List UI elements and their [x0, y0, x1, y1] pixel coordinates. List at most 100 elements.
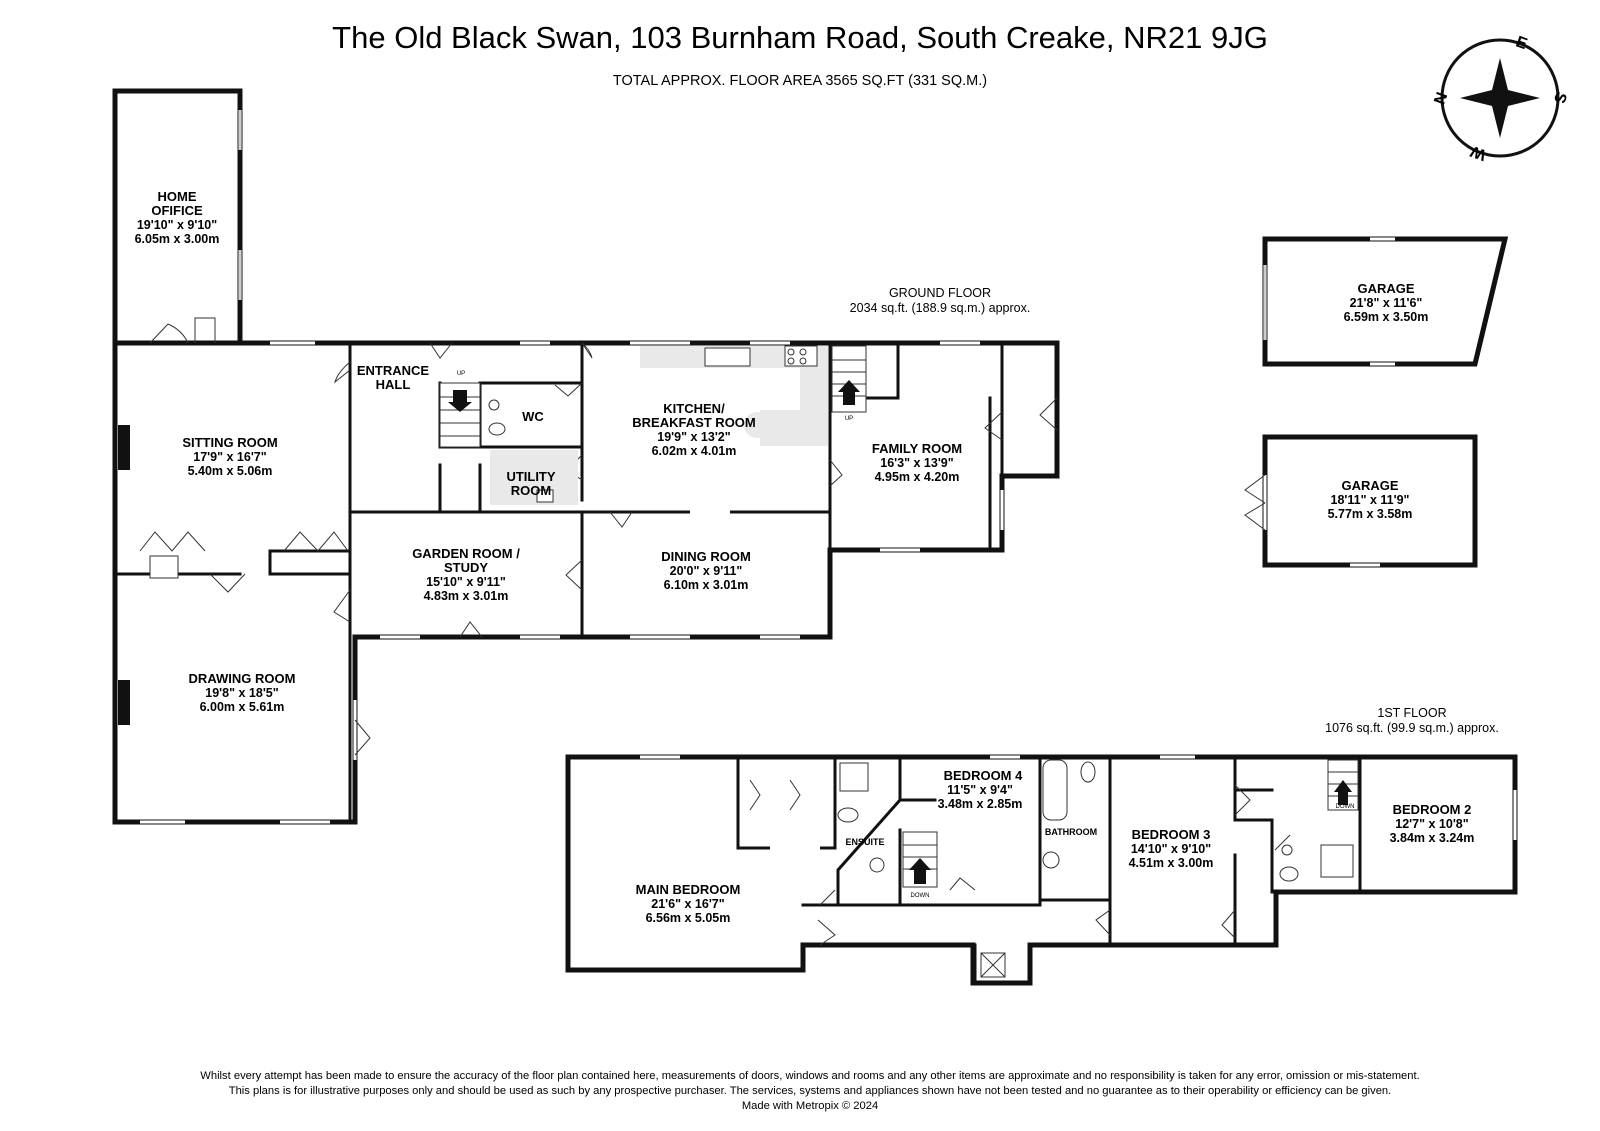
room-garden-room: GARDEN ROOM / STUDY 15'10" x 9'11" 4.83m…	[412, 546, 520, 603]
garage-2-imperial: 18'11" x 11'9"	[1331, 493, 1410, 507]
svg-text:UTILITY: UTILITY	[506, 469, 555, 484]
svg-text:6.10m x 3.01m: 6.10m x 3.01m	[664, 578, 749, 592]
room-main-bedroom: MAIN BEDROOM 21'6" x 16'7" 6.56m x 5.05m	[636, 882, 741, 925]
sink-icon	[704, 347, 751, 367]
ground-windows	[140, 110, 1004, 824]
wc-basin-icon	[488, 399, 500, 411]
room-bedroom-4: BEDROOM 4 11'5" x 9'4" 3.48m x 2.85m	[938, 768, 1024, 811]
svg-text:BREAKFAST ROOM: BREAKFAST ROOM	[632, 415, 756, 430]
compass-e: E	[1514, 34, 1530, 54]
total-floor-area: TOTAL APPROX. FLOOR AREA 3565 SQ.FT (331…	[613, 73, 987, 89]
room-home-office: HOME OFIFICE 19'10" x 9'10" 6.05m x 3.00…	[135, 189, 220, 246]
svg-text:14'10" x 9'10": 14'10" x 9'10"	[1131, 842, 1211, 856]
svg-text:MAIN BEDROOM: MAIN BEDROOM	[636, 882, 741, 897]
garage-1: GARAGE 21'8" x 11'6" 6.59m x 3.50m	[1262, 236, 1509, 367]
svg-text:ENSUITE: ENSUITE	[845, 837, 884, 847]
svg-text:DRAWING ROOM: DRAWING ROOM	[189, 671, 296, 686]
first-doors	[749, 779, 1291, 946]
compass-s: S	[1550, 90, 1570, 106]
down-label-2: DOWN	[1336, 804, 1355, 810]
svg-text:5.40m x 5.06m: 5.40m x 5.06m	[188, 464, 273, 478]
first-floor-label: 1ST FLOOR	[1377, 706, 1446, 720]
room-bedroom-3: BEDROOM 3 14'10" x 9'10" 4.51m x 3.00m	[1129, 827, 1214, 870]
svg-text:6.56m x 5.05m: 6.56m x 5.05m	[646, 911, 731, 925]
room-dining-room: DINING ROOM 20'0" x 9'11" 6.10m x 3.01m	[661, 549, 751, 592]
bed2-basin-icon	[1281, 844, 1293, 856]
svg-text:ENTRANCE: ENTRANCE	[357, 363, 430, 378]
svg-text:19'9" x 13'2": 19'9" x 13'2"	[657, 430, 730, 444]
svg-text:12'7" x 10'8": 12'7" x 10'8"	[1395, 817, 1468, 831]
svg-text:HOME: HOME	[158, 189, 197, 204]
room-drawing-room: DRAWING ROOM 19'8" x 18'5" 6.00m x 5.61m	[189, 671, 296, 714]
first-windows	[640, 755, 1517, 850]
svg-text:SITTING ROOM: SITTING ROOM	[182, 435, 277, 450]
svg-text:FAMILY ROOM: FAMILY ROOM	[872, 441, 962, 456]
svg-text:DINING ROOM: DINING ROOM	[661, 549, 751, 564]
kitchen-fixtures	[118, 345, 828, 725]
up-label-2: UP	[845, 416, 853, 422]
up-label-1: UP	[457, 371, 465, 377]
bath-icon	[1042, 759, 1068, 821]
svg-text:WC: WC	[522, 409, 544, 424]
svg-text:BEDROOM 4: BEDROOM 4	[944, 768, 1024, 783]
ensuite-shower-icon	[839, 762, 869, 792]
wc-toilet-icon	[488, 422, 506, 436]
bath-basin-icon	[1042, 851, 1060, 869]
room-utility: UTILITY ROOM	[506, 469, 555, 498]
compass-n: N	[1431, 90, 1451, 107]
garage-2: GARAGE 18'11" x 11'9" 5.77m x 3.58m	[1244, 434, 1478, 568]
svg-text:17'9" x 16'7": 17'9" x 16'7"	[193, 450, 266, 464]
bath-toilet-icon	[1080, 761, 1096, 783]
fireplace-icon	[118, 425, 130, 470]
fireplace-stove-icon	[149, 555, 179, 579]
ground-doors	[139, 317, 1058, 756]
svg-text:KITCHEN/: KITCHEN/	[663, 401, 725, 416]
ground-floor-area: 2034 sq.ft. (188.9 sq.m.) approx.	[850, 301, 1031, 315]
svg-text:BATHROOM: BATHROOM	[1045, 827, 1097, 837]
svg-text:19'10" x 9'10": 19'10" x 9'10"	[137, 218, 217, 232]
svg-text:4.95m x 4.20m: 4.95m x 4.20m	[875, 470, 960, 484]
garage-1-name: GARAGE	[1357, 281, 1414, 296]
room-bathroom: BATHROOM	[1045, 827, 1097, 837]
svg-text:HALL: HALL	[376, 377, 411, 392]
room-kitchen: KITCHEN/ BREAKFAST ROOM 19'9" x 13'2" 6.…	[632, 401, 756, 458]
svg-text:15'10" x 9'11": 15'10" x 9'11"	[426, 575, 506, 589]
svg-text:GARDEN ROOM /: GARDEN ROOM /	[412, 546, 520, 561]
svg-text:BEDROOM 2: BEDROOM 2	[1393, 802, 1472, 817]
ground-floor-label: GROUND FLOOR	[889, 286, 991, 300]
first-floor-area: 1076 sq.ft. (99.9 sq.m.) approx.	[1325, 721, 1499, 735]
disclaimer-line-1: Whilst every attempt has been made to en…	[200, 1070, 1419, 1082]
garage-1-imperial: 21'8" x 11'6"	[1350, 296, 1423, 310]
room-ensuite: ENSUITE	[845, 837, 884, 847]
svg-text:6.05m x 3.00m: 6.05m x 3.00m	[135, 232, 220, 246]
utility-sink-icon	[536, 489, 554, 503]
first-fixtures	[837, 759, 1354, 978]
page-title: The Old Black Swan, 103 Burnham Road, So…	[332, 20, 1268, 55]
ensuite-basin-icon	[869, 857, 885, 873]
bed2-shower-icon	[1320, 844, 1354, 878]
svg-text:19'8" x 18'5": 19'8" x 18'5"	[205, 686, 278, 700]
garage-2-name: GARAGE	[1341, 478, 1398, 493]
svg-text:21'6" x 16'7": 21'6" x 16'7"	[651, 897, 724, 911]
first-stairs	[902, 759, 1359, 888]
room-bedroom-2: BEDROOM 2 12'7" x 10'8" 3.84m x 3.24m	[1390, 802, 1475, 845]
svg-text:3.84m x 3.24m: 3.84m x 3.24m	[1390, 831, 1475, 845]
svg-text:6.00m x 5.61m: 6.00m x 5.61m	[200, 700, 285, 714]
ensuite-toilet-icon	[837, 807, 859, 823]
metropix-credit: Made with Metropix © 2024	[742, 1100, 878, 1112]
svg-text:20'0" x 9'11": 20'0" x 9'11"	[670, 564, 743, 578]
garage-2-metric: 5.77m x 3.58m	[1328, 507, 1413, 521]
bed2-toilet-icon	[1279, 866, 1299, 882]
svg-text:ROOM: ROOM	[511, 483, 551, 498]
svg-text:4.51m x 3.00m: 4.51m x 3.00m	[1129, 856, 1214, 870]
svg-text:BEDROOM 3: BEDROOM 3	[1132, 827, 1211, 842]
compass-w: W	[1468, 142, 1489, 163]
svg-text:OFIFICE: OFIFICE	[151, 203, 203, 218]
room-entrance-hall: ENTRANCE HALL	[357, 363, 430, 392]
svg-text:4.83m x 3.01m: 4.83m x 3.01m	[424, 589, 509, 603]
room-sitting-room: SITTING ROOM 17'9" x 16'7" 5.40m x 5.06m	[182, 435, 277, 478]
fireplace2-icon	[118, 680, 130, 725]
room-family-room: FAMILY ROOM 16'3" x 13'9" 4.95m x 4.20m	[872, 441, 962, 484]
svg-text:11'5" x 9'4": 11'5" x 9'4"	[947, 783, 1013, 797]
